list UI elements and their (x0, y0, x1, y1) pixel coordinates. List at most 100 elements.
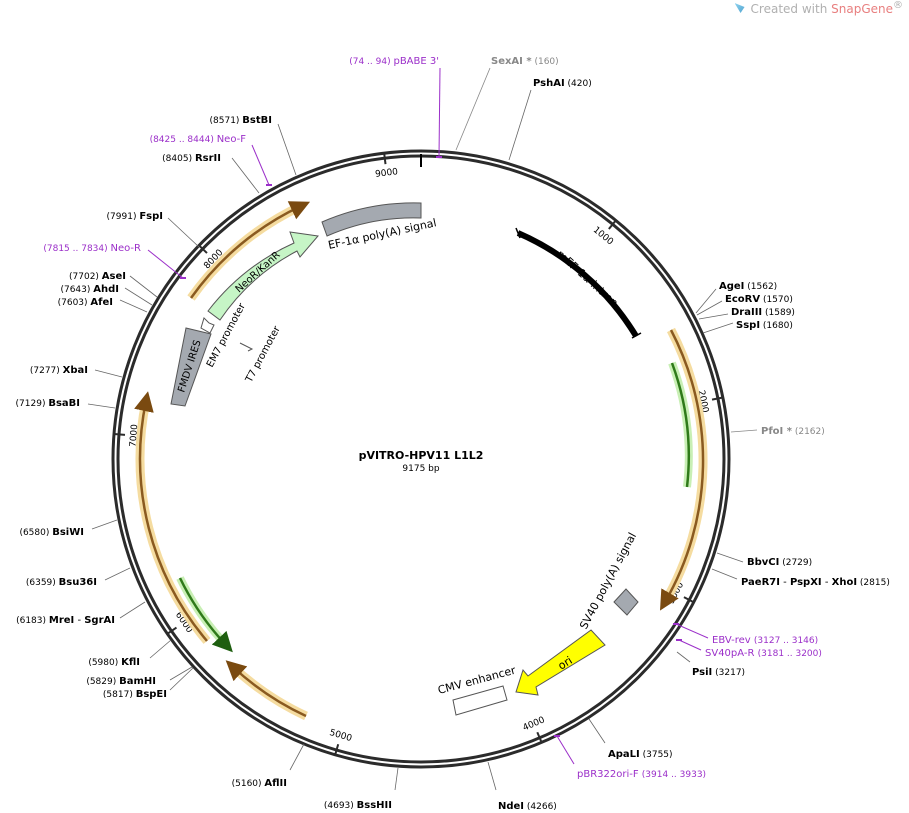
site-name: AseI (102, 271, 126, 282)
site-position: (3755) (640, 750, 673, 760)
site-label: (7702) AseI (69, 271, 126, 282)
site-name: EcoRV (725, 294, 760, 305)
site-leader (149, 639, 172, 659)
site-leader (711, 568, 738, 580)
t7-promoter-label: T7 promoter (243, 324, 283, 386)
site-position: (7129) (16, 399, 49, 409)
watermark-brand: SnapGene (831, 2, 893, 16)
site-name: BstBI (242, 115, 272, 126)
primer-range: (74 .. 94) (349, 57, 393, 67)
cmv-enhancer-label: CMV enhancer (436, 664, 517, 697)
site-label: (7603) AfeI (58, 297, 113, 308)
orf-arrows (134, 201, 708, 721)
site-leader (455, 67, 491, 151)
primer-name: SV40pA-R (705, 648, 758, 659)
site-label: SspI (1680) (736, 320, 793, 331)
site-name: PfoI * (761, 426, 793, 437)
site-leader (167, 217, 200, 248)
site-leader (124, 287, 153, 306)
primer-label: EBV-rev (3127 .. 3146) (712, 635, 818, 646)
sv40-polya-box (613, 588, 639, 616)
site-leader (698, 313, 729, 320)
primer-label: (74 .. 94) pBABE 3' (349, 56, 439, 67)
primer-range: (8425 .. 8444) (150, 135, 217, 145)
site-position: (3217) (712, 668, 745, 678)
site-label: PfoI * (2162) (761, 426, 825, 437)
primer-leader (438, 67, 441, 158)
site-name: BssHII (357, 800, 392, 811)
primer-name: Neo-R (111, 243, 142, 254)
tick-mark (608, 219, 617, 230)
site-leader (487, 761, 497, 791)
site-name: BsiWI (52, 527, 84, 538)
site-position: (5829) (86, 677, 119, 687)
site-label: ApaLI (3755) (608, 749, 673, 760)
site-label: (6580) BsiWI (19, 527, 84, 538)
site-leader (129, 275, 158, 298)
site-label: PaeR7I - PspXI - XhoI (2815) (741, 577, 890, 588)
backbone-outer (111, 149, 731, 769)
ori-label: ori (556, 654, 575, 673)
site-labels: SexAI * (160)PshAI (420)AgeI (1562)EcoRV… (16, 56, 890, 812)
site-name: Bsu36I (59, 577, 97, 588)
site-name: AflII (264, 778, 287, 789)
site-position: (7702) (69, 272, 102, 282)
site-label: SexAI * (160) (491, 56, 559, 67)
tick-label: 7000 (129, 424, 141, 448)
watermark-prefix: Created with (750, 2, 832, 16)
site-name: RsrII (195, 153, 221, 164)
primer-name: pBR322ori-F (577, 769, 642, 780)
site-leader (104, 567, 131, 581)
site-name: XhoI (832, 577, 857, 588)
tick-mark (198, 244, 208, 254)
site-label: (7129) BsaBI (16, 398, 80, 409)
tick-label: 1000 (591, 225, 615, 247)
site-label: BbvCI (2729) (747, 557, 812, 568)
site-position: (6359) (26, 578, 59, 588)
site-leader (508, 89, 532, 161)
site-name: - (822, 577, 832, 588)
site-label: (4693) BssHII (324, 800, 392, 811)
site-leader (702, 322, 734, 334)
orf-arc-right-inner (670, 362, 690, 488)
cmv-enhancer-box (452, 685, 508, 716)
site-name: KflI (121, 657, 140, 668)
primer-label: pBR322ori-F (3914 .. 3933) (577, 769, 706, 780)
site-leader (716, 552, 744, 563)
site-label: (5980) KflI (88, 657, 140, 668)
plasmid-name: pVITRO-HPV11 L1L2 (359, 449, 484, 462)
site-position: (8405) (162, 154, 195, 164)
site-label: (8405) RsrII (162, 153, 221, 164)
site-name: AhdI (93, 284, 119, 295)
orf-arc-right (659, 329, 705, 611)
tick-mark (113, 432, 126, 436)
site-position: (2729) (779, 558, 812, 568)
site-leader (169, 667, 194, 691)
tick-mark (166, 626, 178, 635)
site-label: (7277) XbaI (30, 365, 88, 376)
tick-label: 4000 (521, 715, 546, 733)
site-label: PsiI (3217) (692, 667, 745, 678)
site-position: (8571) (210, 116, 243, 126)
mef-intron-end-cap (631, 332, 642, 339)
primer-name: Neo-F (217, 134, 247, 145)
site-label: (5160) AflII (232, 778, 287, 789)
tick-label: 9000 (375, 167, 399, 180)
site-label: (8571) BstBI (210, 115, 273, 126)
site-label: (6359) Bsu36I (26, 577, 97, 588)
site-leader (696, 300, 723, 316)
orf-arc-top-left (189, 201, 311, 299)
site-label: AgeI (1562) (719, 281, 777, 292)
site-position: (5160) (232, 779, 265, 789)
watermark-suffix: ® (893, 0, 903, 11)
primer-name: pBABE 3' (393, 56, 439, 67)
site-leader (94, 369, 123, 378)
site-leader (676, 651, 691, 663)
site-leader (119, 299, 148, 313)
primer-leader (251, 144, 270, 186)
mef-intron-label: mEF-1α intron (554, 248, 621, 310)
orf-arc-bottom (225, 660, 307, 718)
site-leader (588, 718, 606, 744)
site-name: SexAI * (491, 56, 532, 67)
